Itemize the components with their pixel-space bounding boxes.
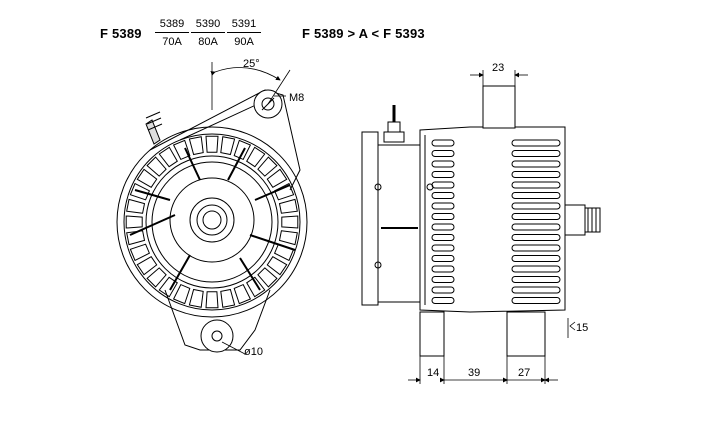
top-width-dimension <box>470 70 528 86</box>
fin-slot <box>125 215 143 229</box>
fin-slot <box>266 168 288 188</box>
fin-slot <box>172 139 191 161</box>
side-fin <box>431 276 455 283</box>
side-fin <box>511 276 561 283</box>
fin-slot <box>188 136 204 156</box>
fin-slot <box>146 156 167 177</box>
side-fin <box>511 255 561 262</box>
fin-slot <box>205 291 219 309</box>
fin-slot <box>220 288 236 308</box>
variant-number: 5390 <box>191 17 225 33</box>
side-fin <box>511 297 561 304</box>
variant-5391: 5391 90A <box>227 17 261 49</box>
variant-5389: 5389 70A <box>155 17 189 49</box>
variant-amperage: 80A <box>198 36 218 48</box>
model-number: F 5389 <box>100 26 142 41</box>
side-fin <box>431 202 455 210</box>
variant-amperage: 70A <box>162 36 182 48</box>
fin-slot <box>257 156 278 177</box>
side-fin <box>511 160 561 168</box>
fin-slot <box>246 146 266 168</box>
bolt-label: M8 <box>289 92 304 104</box>
side-fin <box>431 255 455 262</box>
side-dim-label: 15 <box>576 322 588 334</box>
side-dimension <box>567 318 576 338</box>
fin-slot <box>136 168 158 188</box>
side-fin <box>511 234 561 241</box>
fin-slot <box>146 267 167 288</box>
side-fin <box>511 181 561 189</box>
side-fin <box>511 213 561 220</box>
front-cooling-fins <box>125 135 299 309</box>
fin-slot <box>129 182 151 201</box>
front-view <box>116 89 308 353</box>
side-fin <box>431 160 455 168</box>
fin-slot <box>233 139 252 161</box>
side-fin <box>431 192 455 199</box>
side-fin <box>511 192 561 199</box>
fin-slot <box>220 136 236 156</box>
side-fin <box>431 150 455 157</box>
side-fin <box>431 286 455 294</box>
side-view <box>361 85 601 357</box>
side-fin <box>511 265 561 273</box>
variant-amperage: 90A <box>234 36 254 48</box>
hole-leader <box>221 341 246 355</box>
side-fin <box>431 139 455 147</box>
side-fin <box>511 139 561 147</box>
variant-number: 5391 <box>227 17 261 33</box>
fin-slot <box>205 135 219 153</box>
side-fin <box>511 286 561 294</box>
side-fin <box>431 265 455 273</box>
variant-5390: 5390 80A <box>191 17 225 49</box>
fin-slot <box>273 243 295 262</box>
fin-slot <box>266 256 288 276</box>
side-fin <box>431 297 455 304</box>
fin-slot <box>278 198 298 214</box>
fin-slot <box>281 215 299 229</box>
hole-label: ø10 <box>244 346 263 358</box>
model-range: F 5389 > A < F 5393 <box>302 26 425 41</box>
side-fin <box>431 223 455 231</box>
side-fin <box>511 202 561 210</box>
fin-slot <box>136 256 158 276</box>
side-fin <box>511 223 561 231</box>
fin-slot <box>129 243 151 262</box>
fin-slot <box>273 182 295 201</box>
fin-slot <box>158 276 178 298</box>
bottom-dim-1: 14 <box>427 367 439 379</box>
fin-slot <box>233 283 252 305</box>
variant-number: 5389 <box>155 17 189 33</box>
bottom-dimensions <box>408 356 558 384</box>
side-fin <box>511 171 561 178</box>
side-cooling-fins <box>431 139 561 304</box>
bottom-mount-lug <box>200 319 234 353</box>
side-fin <box>431 171 455 178</box>
bottom-dim-3: 27 <box>518 367 530 379</box>
fin-slot <box>158 146 178 168</box>
fin-slot <box>172 283 191 305</box>
side-fin <box>431 181 455 189</box>
angle-dimension <box>210 62 291 110</box>
fin-slot <box>257 267 278 288</box>
side-fin <box>431 234 455 241</box>
side-fin <box>431 244 455 252</box>
fin-slot <box>246 276 266 298</box>
side-fin <box>431 213 455 220</box>
fin-slot <box>126 230 146 246</box>
side-fin <box>511 244 561 252</box>
side-fin <box>511 150 561 157</box>
bottom-dim-2: 39 <box>468 367 480 379</box>
top-width-label: 23 <box>492 62 504 74</box>
fin-slot <box>126 198 146 214</box>
angle-label: 25° <box>243 58 260 70</box>
fin-slot <box>188 288 204 308</box>
fin-slot <box>278 230 298 246</box>
